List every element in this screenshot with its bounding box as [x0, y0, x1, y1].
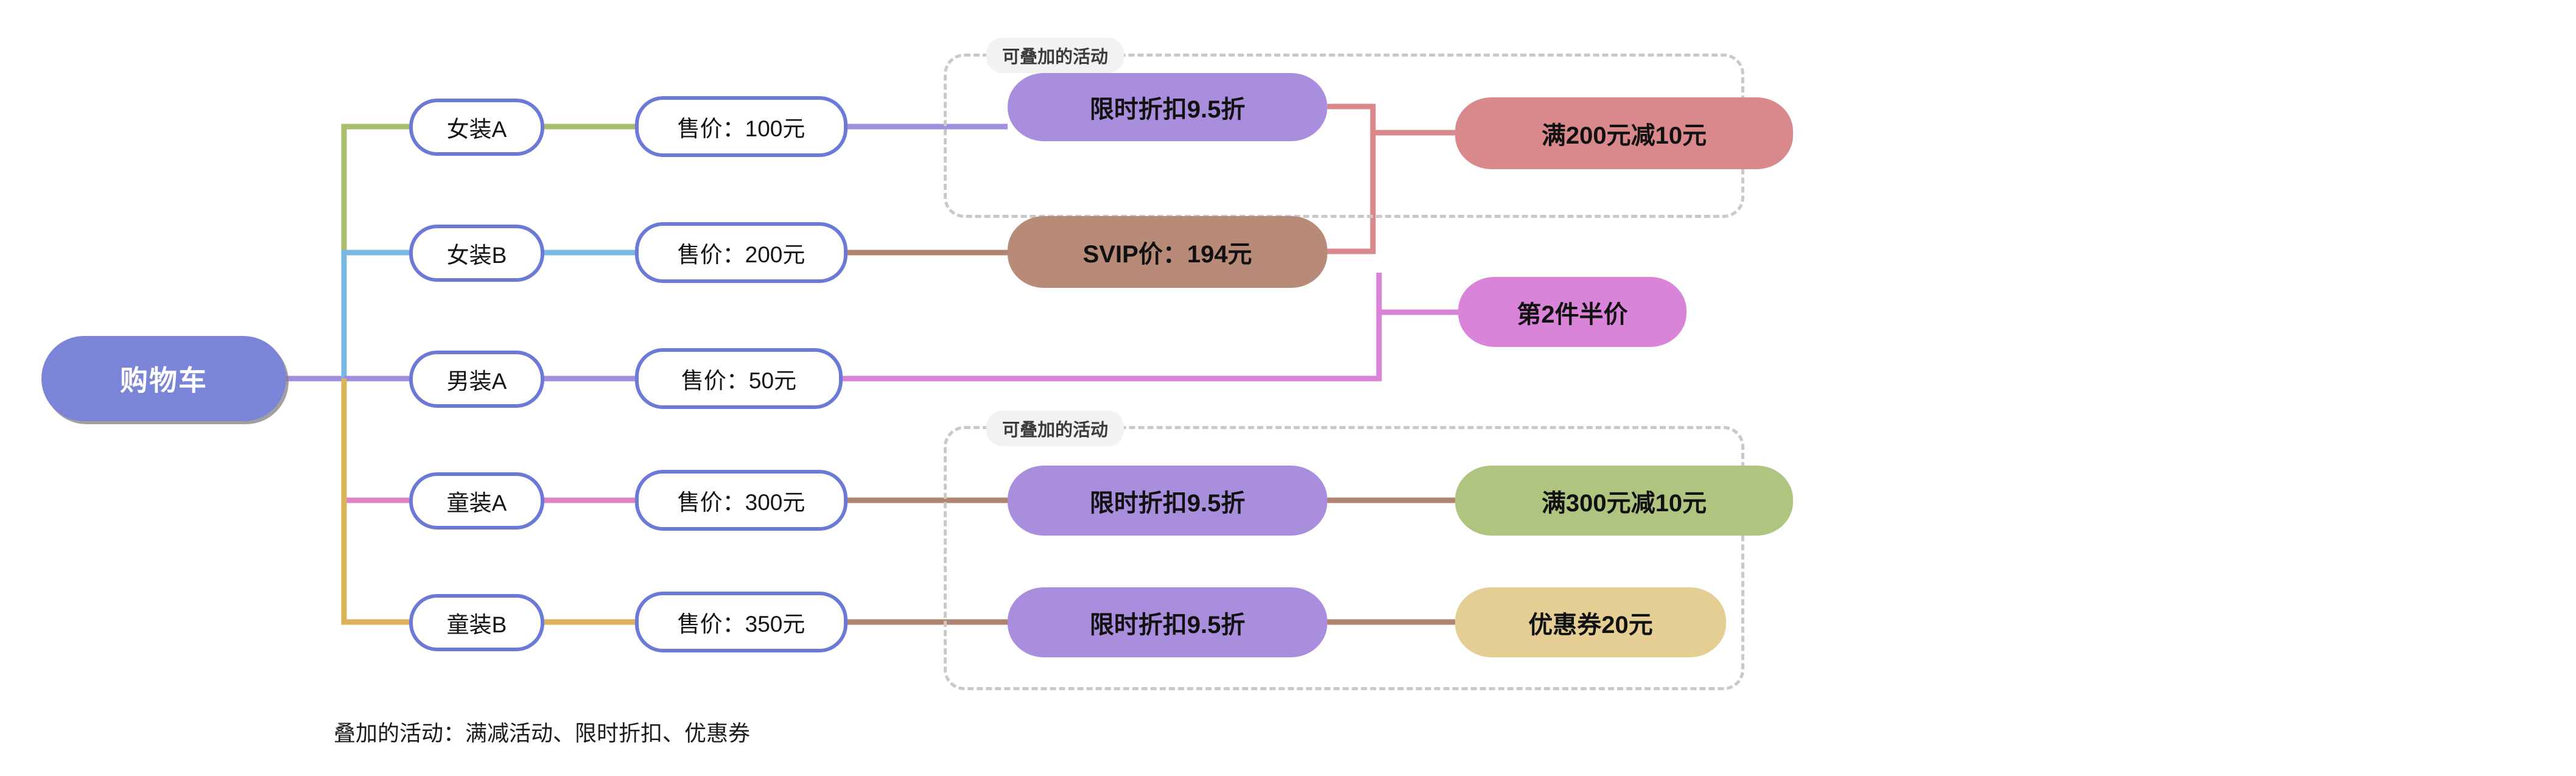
price-node-1[interactable]: 售价：200元	[635, 222, 848, 283]
stackable-group-2-label: 可叠加的活动	[986, 411, 1125, 446]
product-node-1[interactable]: 女装B	[409, 225, 544, 282]
root-node-shopping-cart[interactable]: 购物车	[41, 336, 286, 421]
activity-node-2[interactable]: SVIP价：194元	[1008, 216, 1327, 288]
price-node-0[interactable]: 售价：100元	[635, 96, 848, 157]
stackable-group-1-label: 可叠加的活动	[986, 38, 1125, 73]
product-node-2[interactable]: 男装A	[409, 351, 544, 408]
product-node-3[interactable]: 童装A	[409, 472, 544, 530]
activity-node-4[interactable]: 限时折扣9.5折	[1008, 466, 1327, 536]
activity-node-0[interactable]: 限时折扣9.5折	[1008, 73, 1327, 141]
stackable-group-2	[944, 426, 1744, 690]
activity-node-6[interactable]: 限时折扣9.5折	[1008, 587, 1327, 657]
product-node-4[interactable]: 童装B	[409, 594, 544, 651]
activity-node-5[interactable]: 满300元减10元	[1455, 466, 1793, 536]
price-node-4[interactable]: 售价：350元	[635, 592, 848, 652]
activity-node-7[interactable]: 优惠券20元	[1455, 587, 1726, 657]
diagram-caption: 叠加的活动：满减活动、限时折扣、优惠券	[334, 721, 751, 746]
price-node-3[interactable]: 售价：300元	[635, 470, 848, 531]
price-node-2[interactable]: 售价：50元	[635, 348, 843, 409]
activity-node-1[interactable]: 满200元减10元	[1455, 97, 1793, 169]
product-node-0[interactable]: 女装A	[409, 99, 544, 156]
activity-node-3[interactable]: 第2件半价	[1458, 277, 1686, 347]
